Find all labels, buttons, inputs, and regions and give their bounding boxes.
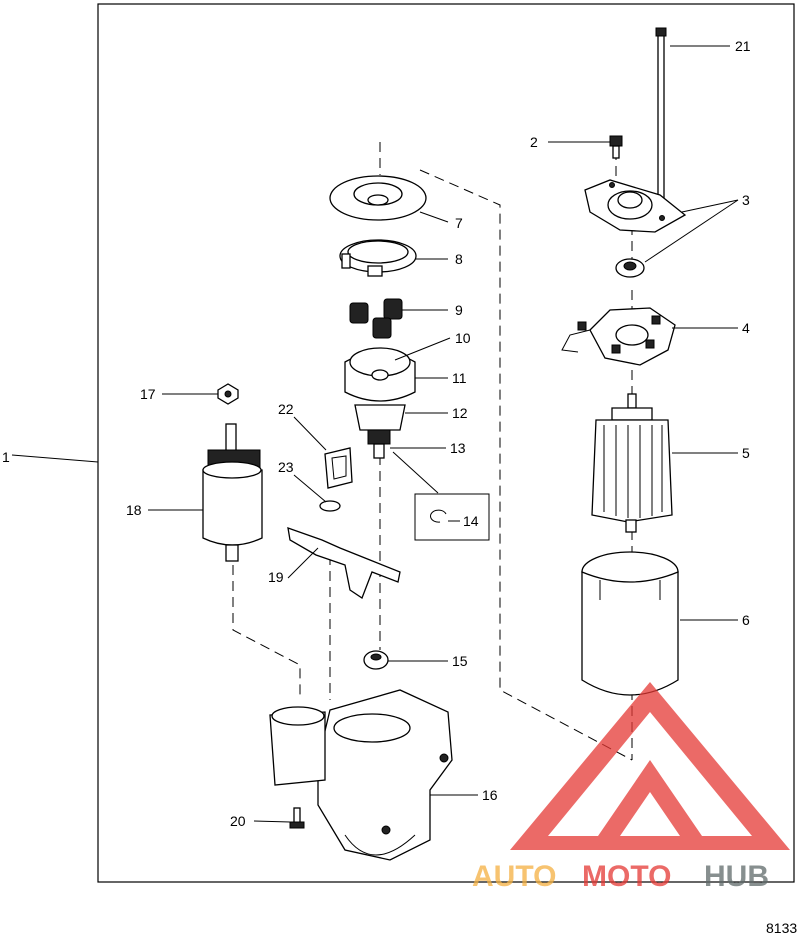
callout-12: 12 — [452, 405, 468, 421]
callout-13: 13 — [450, 440, 466, 456]
callout-2: 2 — [530, 134, 538, 150]
callout-15: 15 — [452, 653, 468, 669]
diagram-frame — [97, 3, 795, 883]
watermark-logo: AUTO MOTO HUB — [472, 682, 790, 893]
callout-18: 18 — [126, 502, 142, 518]
bearing-part — [615, 258, 645, 278]
brush-holder-part — [561, 307, 676, 366]
shift-lever-part — [287, 527, 401, 599]
callout-3: 3 — [742, 192, 750, 208]
ring-part — [339, 239, 417, 277]
callout-14: 14 — [463, 513, 479, 529]
cover-plate-part — [329, 175, 427, 221]
solenoid-part — [202, 423, 263, 562]
screw-part-20 — [289, 807, 305, 829]
callout-11: 11 — [452, 370, 467, 386]
watermark-brand-hub: HUB — [704, 860, 769, 893]
callout-10: 10 — [455, 330, 471, 346]
callout-labels: 1 2 3 4 5 6 7 8 9 10 11 12 13 14 15 16 1… — [2, 38, 751, 829]
end-cap-part — [584, 179, 687, 233]
watermark-brand-auto: AUTO — [472, 860, 556, 893]
callout-19: 19 — [268, 569, 284, 585]
callout-9: 9 — [455, 302, 463, 318]
callout-17: 17 — [140, 386, 156, 402]
watermark-brand-moto: MOTO — [582, 860, 671, 893]
callout-22: 22 — [278, 401, 294, 417]
figure-number: 8133 — [766, 920, 797, 936]
callout-6: 6 — [742, 612, 750, 628]
callout-5: 5 — [742, 445, 750, 461]
nut-part-17 — [217, 383, 239, 405]
callout-7: 7 — [455, 215, 463, 231]
clip-part-22 — [324, 447, 353, 489]
watermark-triangle-icon — [510, 682, 790, 850]
callout-21: 21 — [735, 38, 751, 54]
callout-23: 23 — [278, 459, 294, 475]
callout-4: 4 — [742, 320, 750, 336]
planet-carrier-part — [344, 347, 416, 402]
callout-1: 1 — [2, 449, 10, 465]
drive-part — [354, 404, 406, 431]
washer-part-23 — [319, 500, 341, 512]
nut-part-15 — [363, 650, 389, 670]
screw-part-2 — [609, 135, 623, 159]
through-bolt-part — [655, 27, 667, 211]
pinion-part — [367, 429, 391, 459]
clip-inset — [414, 493, 490, 541]
leader-lines — [11, 45, 739, 823]
frame-housing-part — [581, 551, 679, 696]
parts — [202, 27, 687, 861]
callout-16: 16 — [482, 787, 498, 803]
assembly-lines — [232, 142, 633, 761]
callout-20: 20 — [230, 813, 246, 829]
drive-housing-part — [269, 689, 453, 861]
armature-part — [591, 393, 673, 533]
callout-8: 8 — [455, 251, 463, 267]
planet-gears-part — [349, 298, 403, 339]
